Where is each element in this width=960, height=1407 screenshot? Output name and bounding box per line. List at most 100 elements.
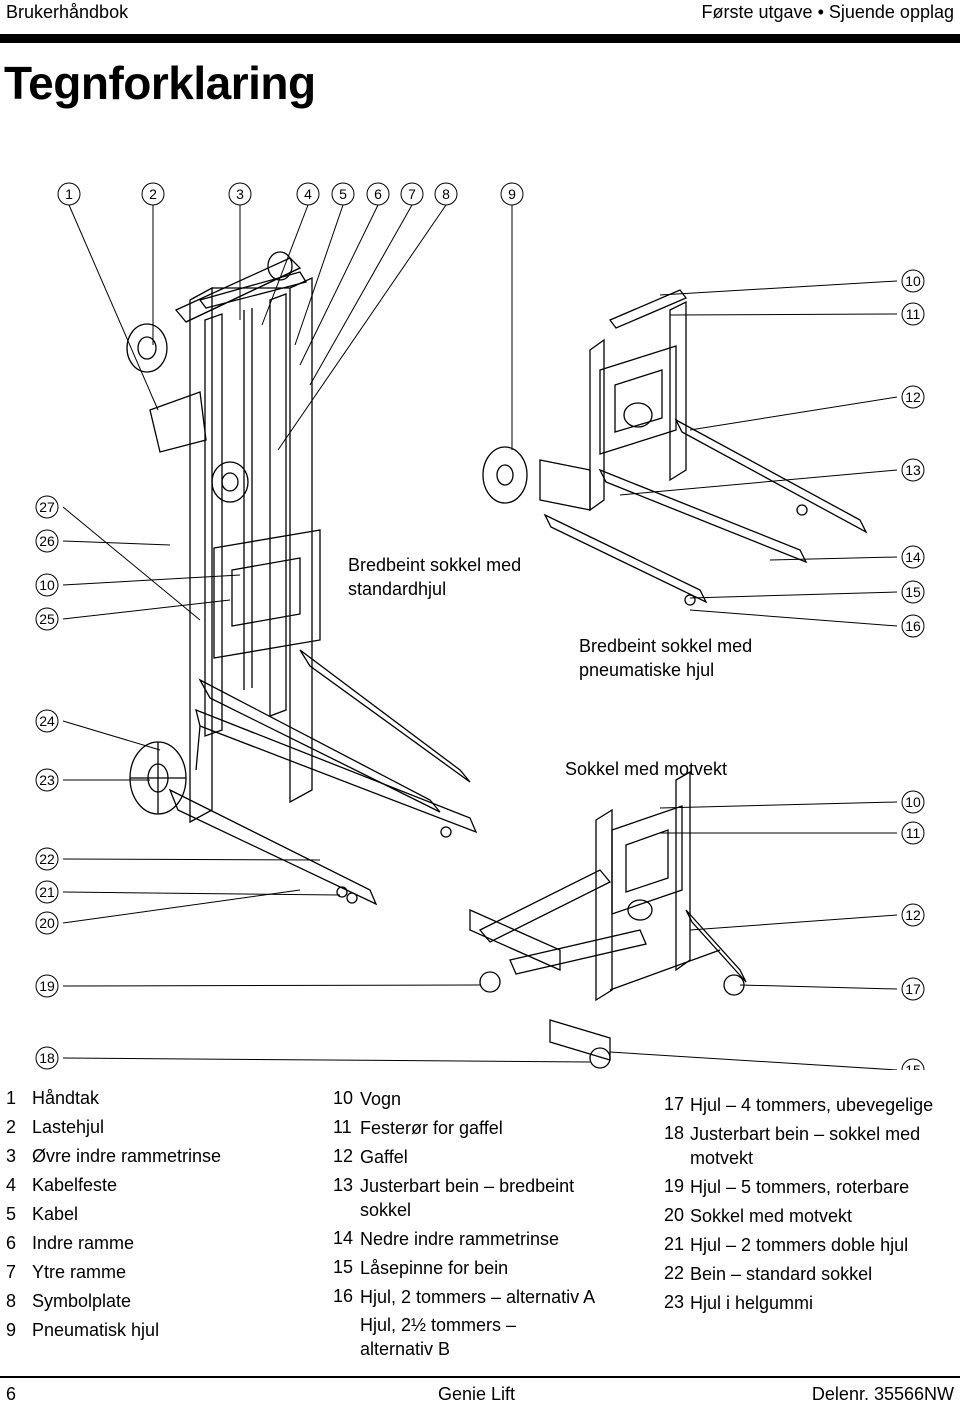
callout-7: 7 — [408, 186, 416, 202]
header-edition: Første utgave • Sjuende opplag — [701, 2, 954, 22]
footer-rule — [0, 1376, 960, 1378]
legend-text: Bein – standard sokkel — [690, 1264, 873, 1284]
label-standard-2: standardhjul — [348, 579, 446, 599]
legend-num: 7 — [6, 1262, 17, 1282]
label-counterweight: Sokkel med motvekt — [565, 759, 727, 779]
legend-text: Låsepinne for bein — [360, 1258, 509, 1278]
legend-text: Hjul, 2 tommers – alternativ A — [360, 1287, 596, 1307]
legend-num: 21 — [664, 1234, 685, 1254]
callout-25: 25 — [39, 611, 55, 627]
header-manual-title: Brukerhåndbok — [6, 2, 129, 22]
callout-9: 9 — [508, 186, 516, 202]
legend-item: 16 Hjul, 2 tommers – alternativ A — [333, 1282, 653, 1311]
legend-item: 4 Kabelfeste — [6, 1171, 306, 1200]
label-pneumatic-2: pneumatiske hjul — [579, 660, 714, 680]
legend-text: Kabelfeste — [32, 1175, 118, 1195]
legend-text: Kabel — [32, 1204, 79, 1224]
legend-num: 2 — [6, 1117, 17, 1137]
legend-num: 17 — [664, 1094, 685, 1114]
callout-top-numbers: 1 2 3 4 5 6 7 8 9 — [65, 186, 516, 202]
legend-item-continuation: Hjul, 2½ tommers – alternativ B — [360, 1315, 517, 1359]
callout-1: 1 — [65, 186, 73, 202]
header-rule — [0, 34, 960, 43]
legend-item: 7 Ytre ramme — [6, 1258, 306, 1287]
callout-12b: 12 — [905, 907, 921, 923]
standard-lift-drawing — [126, 251, 478, 906]
legend-num: 4 — [6, 1175, 17, 1195]
legend-item: 13 Justerbart bein – bredbeint sokkel — [333, 1171, 653, 1224]
callout-5: 5 — [339, 186, 347, 202]
legend-num: 13 — [333, 1175, 354, 1195]
page-title: Tegnforklaring — [4, 57, 316, 109]
legend-text: Øvre indre rammetrinse — [32, 1146, 222, 1166]
legend-text: Symbolplate — [32, 1291, 132, 1311]
legend-num: 23 — [664, 1292, 685, 1312]
legend-text: Festerør for gaffel — [360, 1118, 503, 1138]
callout-right-numbers: 10 11 12 13 14 15 16 10 11 12 17 15 — [905, 273, 921, 1070]
legend-num: 19 — [664, 1176, 685, 1196]
legend-text: Hjul – 5 tommers, roterbare — [690, 1177, 910, 1197]
callout-2: 2 — [149, 186, 157, 202]
callout-15: 15 — [905, 584, 921, 600]
callout-18: 18 — [39, 1050, 55, 1066]
footer-part-number: Delenr. 35566NW — [811, 1384, 954, 1404]
lift-illustration: 1 2 3 4 5 6 7 8 9 10 11 12 13 14 15 16 1… — [35, 182, 925, 1070]
legend-text: Ytre ramme — [32, 1262, 127, 1282]
callout-19: 19 — [39, 978, 55, 994]
legend-item: 9 Pneumatisk hjul — [6, 1316, 306, 1345]
label-pneumatic-1: Bredbeint sokkel med — [579, 636, 752, 656]
legend-num: 6 — [6, 1233, 17, 1253]
legend-text: Nedre indre rammetrinse — [360, 1229, 560, 1249]
callout-23: 23 — [39, 772, 55, 788]
callout-20: 20 — [39, 915, 55, 931]
legend-num: 20 — [664, 1205, 685, 1225]
legend-num: 10 — [333, 1088, 354, 1108]
legend-text: Vogn — [360, 1089, 402, 1109]
callouts-right — [901, 269, 925, 1070]
callout-16: 16 — [905, 618, 921, 634]
legend-text: Pneumatisk hjul — [32, 1320, 160, 1340]
callouts-top — [57, 182, 524, 206]
callout-27: 27 — [39, 499, 55, 515]
callout-13: 13 — [905, 462, 921, 478]
legend-num: 9 — [6, 1320, 17, 1340]
callout-6: 6 — [374, 186, 382, 202]
callout-8: 8 — [442, 186, 450, 202]
legend-text: Gaffel — [360, 1147, 408, 1167]
callouts-left — [35, 495, 59, 1070]
callout-10c: 10 — [39, 577, 55, 593]
legend-text: Justerbart bein – bredbeint sokkel — [360, 1176, 575, 1220]
callout-24: 24 — [39, 713, 55, 729]
legend-text: Hjul – 2 tommers doble hjul — [690, 1235, 909, 1255]
legend-num: 18 — [664, 1123, 685, 1143]
legend-item: 10 Vogn — [333, 1084, 653, 1113]
footer-product: Genie Lift — [438, 1384, 516, 1404]
page-number: 6 — [6, 1384, 17, 1404]
legend-num: 11 — [333, 1117, 352, 1137]
legend-num: 22 — [664, 1263, 685, 1283]
callout-leaders — [62, 204, 898, 1070]
callout-17: 17 — [905, 981, 921, 997]
legend-num: 16 — [333, 1286, 354, 1306]
callout-21: 21 — [39, 884, 55, 900]
callout-12: 12 — [905, 389, 921, 405]
legend-text: Hjul i helgummi — [690, 1293, 814, 1313]
